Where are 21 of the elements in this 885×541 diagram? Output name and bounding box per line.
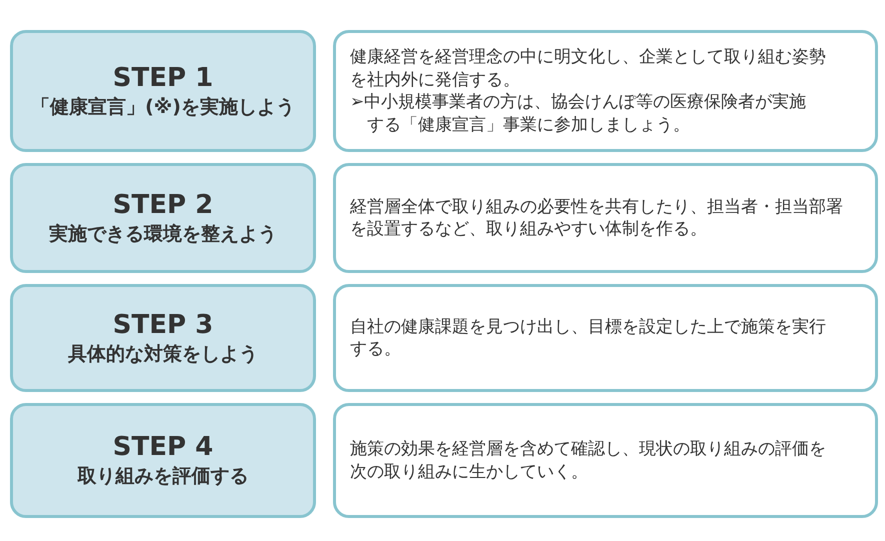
- step-title: 具体的な対策をしよう: [68, 342, 258, 366]
- description-text: 施策の効果を経営層を含めて確認し、現状の取り組みの評価を次の取り組みに生かしていく。: [350, 438, 827, 483]
- step-number: STEP 4: [112, 431, 214, 463]
- description-box: [333, 30, 878, 152]
- description-text: 健康経営を経営理念の中に明文化し、企業として取り組む姿勢を社内外に発信する。: [350, 46, 827, 91]
- step-number: STEP 2: [112, 188, 214, 220]
- step-number: STEP 3: [112, 308, 214, 340]
- step-box: [10, 30, 316, 152]
- description-box: [333, 284, 878, 392]
- description-text: 経営層全体で取り組みの必要性を共有したり、担当者・担当部署を設置するなど、取り組みやすい体制を作る。: [350, 196, 844, 240]
- step-number: STEP 1: [112, 62, 214, 94]
- step-box: [10, 284, 316, 392]
- description-box: [333, 163, 878, 273]
- step-box: [10, 403, 316, 518]
- description-box: [333, 403, 878, 518]
- description-text: 自社の健康課題を見つけ出し、目標を設定した上で施策を実行する。: [350, 316, 827, 360]
- step-title: 「健康宣言」(※)を実施しよう: [31, 94, 295, 120]
- step-box: [10, 163, 316, 273]
- step-title: 実施できる環境を整えよう: [49, 222, 277, 246]
- note-text: ➢中小規模事業者の方は、協会けんぽ等の医療保険者が実施する「健康宣言」事業に参加しましょう。: [350, 91, 808, 136]
- step-title: 取り組みを評価する: [78, 464, 248, 489]
